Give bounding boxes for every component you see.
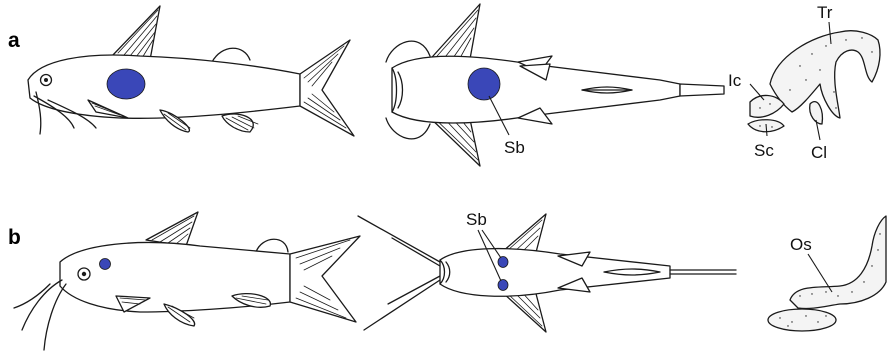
- claustrum-label: Cl: [811, 143, 827, 162]
- scaphium-label: Sc: [754, 141, 774, 160]
- os-leader: [808, 254, 832, 292]
- barbel: [22, 280, 62, 330]
- panel-label-a: a: [8, 29, 20, 52]
- caudal-fin: [680, 84, 724, 96]
- os-label: Os: [790, 235, 812, 254]
- tripus-label: Tr: [817, 3, 833, 22]
- swimbladder-label: Sb: [466, 210, 487, 229]
- intercalarium-label: Ic: [728, 71, 742, 90]
- swimbladder-marker: [107, 69, 145, 99]
- fish-b-ventral: Sb: [358, 210, 736, 332]
- os-bone: [790, 216, 886, 309]
- swimbladder-label: Sb: [504, 138, 525, 157]
- fish-a-ventral: Sb: [386, 4, 724, 166]
- swimbladder-marker: [498, 257, 508, 268]
- anal-fin: [222, 114, 253, 132]
- panel-label-b: b: [8, 226, 21, 249]
- tripus: [770, 31, 880, 118]
- intercalarium: [750, 95, 784, 117]
- weberian-ossicle-b: Os: [768, 216, 886, 331]
- fish-a-lateral: [28, 6, 354, 136]
- barbel: [388, 276, 440, 304]
- barbel: [358, 216, 440, 262]
- adipose-fin: [256, 239, 288, 252]
- weberian-ossicles-a: Tr Ic Sc Cl: [728, 3, 880, 162]
- swimbladder-marker: [498, 280, 508, 291]
- swimbladder-marker: [468, 68, 500, 100]
- adipose-fin: [212, 48, 250, 62]
- barbel: [392, 238, 440, 266]
- caudal-fin: [300, 40, 354, 136]
- fish-body: [440, 249, 670, 297]
- swimbladder-marker: [100, 259, 111, 270]
- fish-body: [28, 55, 300, 118]
- caudal-fin: [290, 236, 360, 322]
- barbel: [44, 284, 66, 350]
- barbel: [364, 280, 440, 330]
- os-base: [768, 309, 836, 331]
- fish-b-lateral: [14, 212, 360, 350]
